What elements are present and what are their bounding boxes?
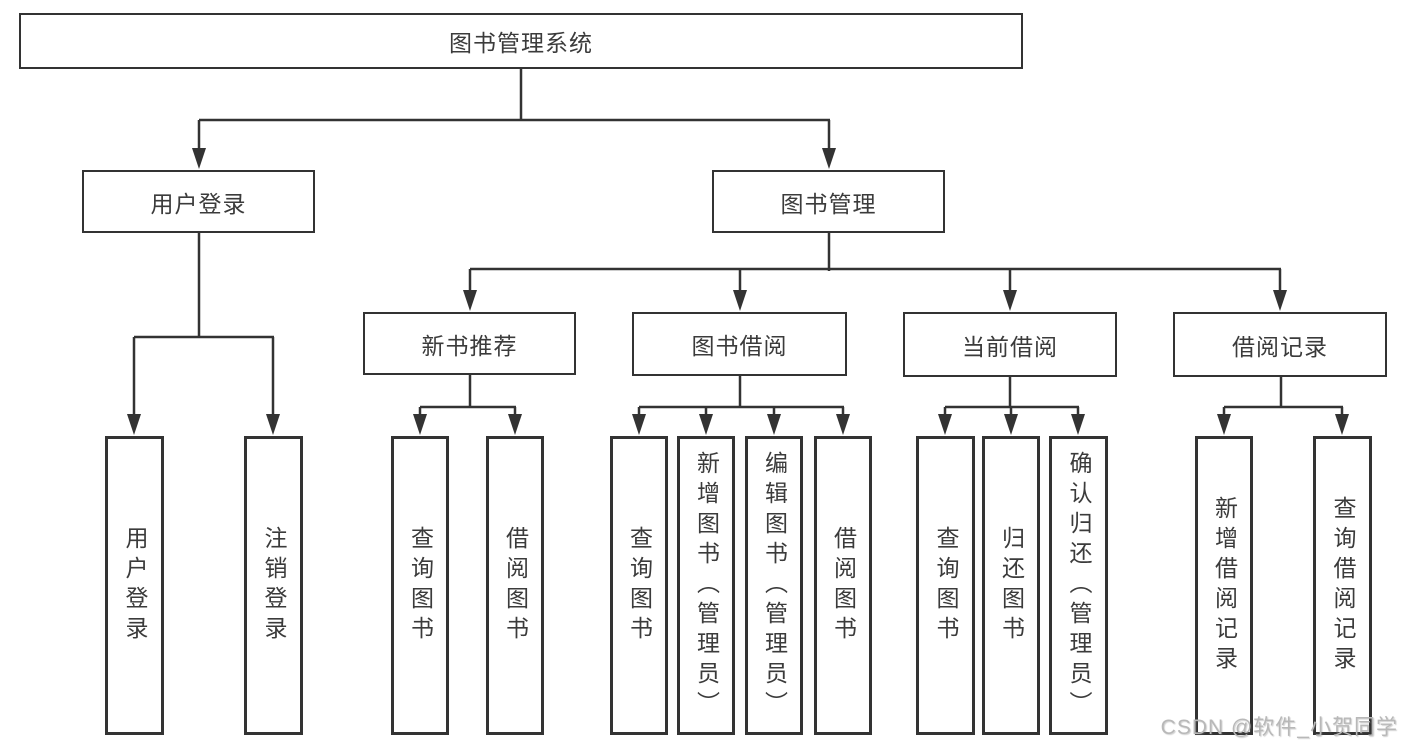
leaf-add-books-admin: 新增图书（管理员） (677, 436, 735, 735)
leaf-user-login: 用户登录 (105, 436, 164, 735)
leaf-borrow-books: 借阅图书 (814, 436, 872, 735)
leaf-query-books-current: 查询图书 (916, 436, 975, 735)
leaf-edit-books-admin: 编辑图书（管理员） (745, 436, 803, 735)
leaf-query-books-borrow: 查询图书 (610, 436, 668, 735)
leaf-add-borrow-record: 新增借阅记录 (1195, 436, 1253, 735)
node-book-borrow: 图书借阅 (632, 312, 847, 376)
leaf-logout: 注销登录 (244, 436, 303, 735)
leaf-return-books: 归还图书 (982, 436, 1040, 735)
leaf-query-borrow-record: 查询借阅记录 (1313, 436, 1372, 735)
node-current-borrow: 当前借阅 (903, 312, 1117, 377)
node-new-book-recommend: 新书推荐 (363, 312, 576, 375)
node-book-management: 图书管理 (712, 170, 945, 233)
leaf-confirm-return-admin: 确认归还（管理员） (1049, 436, 1108, 735)
watermark-csdn: CSDN @软件_小贺同学 (1160, 716, 1398, 739)
node-borrow-records: 借阅记录 (1173, 312, 1387, 377)
node-user-login: 用户登录 (82, 170, 315, 233)
leaf-borrow-books-recommend: 借阅图书 (486, 436, 544, 735)
leaf-query-books-recommend: 查询图书 (391, 436, 449, 735)
node-library-management-system: 图书管理系统 (19, 13, 1023, 69)
